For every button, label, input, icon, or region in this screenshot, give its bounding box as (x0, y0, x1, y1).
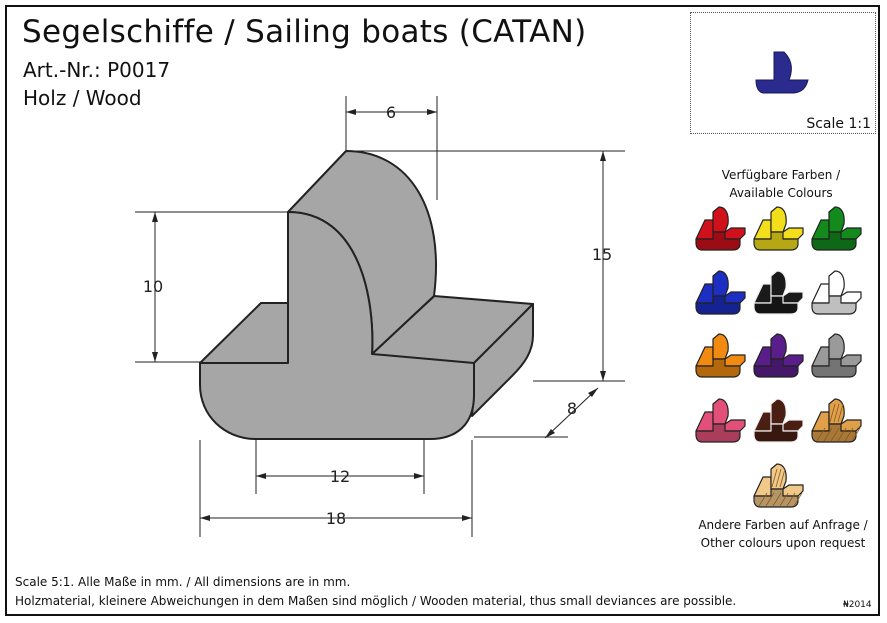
colour-swatch-black (753, 270, 804, 315)
drawing-frame (5, 5, 880, 616)
colour-swatch-blue (695, 270, 746, 315)
colour-swatch-purple (753, 333, 804, 378)
copyright-mark: ₦2014 (843, 600, 872, 610)
available-colours-title: Verfügbare Farben / Available Colours (721, 168, 841, 200)
colour-swatch-orange (695, 333, 746, 378)
colour-swatch-wood-light (753, 463, 804, 508)
colour-swatch-green (811, 206, 862, 251)
colour-swatch-wood-dark (811, 398, 862, 443)
dim-total-width: 18 (326, 509, 346, 528)
material-note: Holzmaterial, kleinere Abweichungen in d… (15, 594, 737, 608)
dim-mast-width: 6 (386, 103, 396, 122)
dimension-lines (154, 111, 604, 519)
dim-depth: 8 (567, 399, 577, 418)
page-title: Segelschiffe / Sailing boats (CATAN) (22, 14, 587, 50)
colour-swatches (695, 206, 862, 508)
sailing-boat-piece (199, 150, 534, 440)
dimension-arrows (152, 109, 606, 521)
colour-swatch-yellow (753, 206, 804, 251)
scale-preview-box: Scale 1:1 (690, 12, 876, 134)
colour-swatch-pink (695, 398, 746, 443)
scale-note: Scale 5:1. Alle Maße in mm. / All dimens… (15, 575, 351, 589)
dim-base-width: 12 (330, 467, 350, 486)
colour-swatch-grey (811, 333, 862, 378)
colour-swatch-brown (753, 398, 804, 443)
scale-piece (755, 51, 809, 94)
dim-total-height: 15 (592, 245, 612, 264)
scale-label: Scale 1:1 (806, 116, 871, 132)
other-colours-note: Andere Farben auf Anfrage / Other colour… (698, 518, 868, 550)
article-number: Art.-Nr.: P0017 (23, 58, 171, 82)
dim-mast-height: 10 (143, 277, 163, 296)
colour-swatch-red (695, 206, 746, 251)
colour-swatch-white (811, 270, 862, 315)
material-label: Holz / Wood (23, 86, 142, 110)
extension-lines (135, 96, 625, 537)
